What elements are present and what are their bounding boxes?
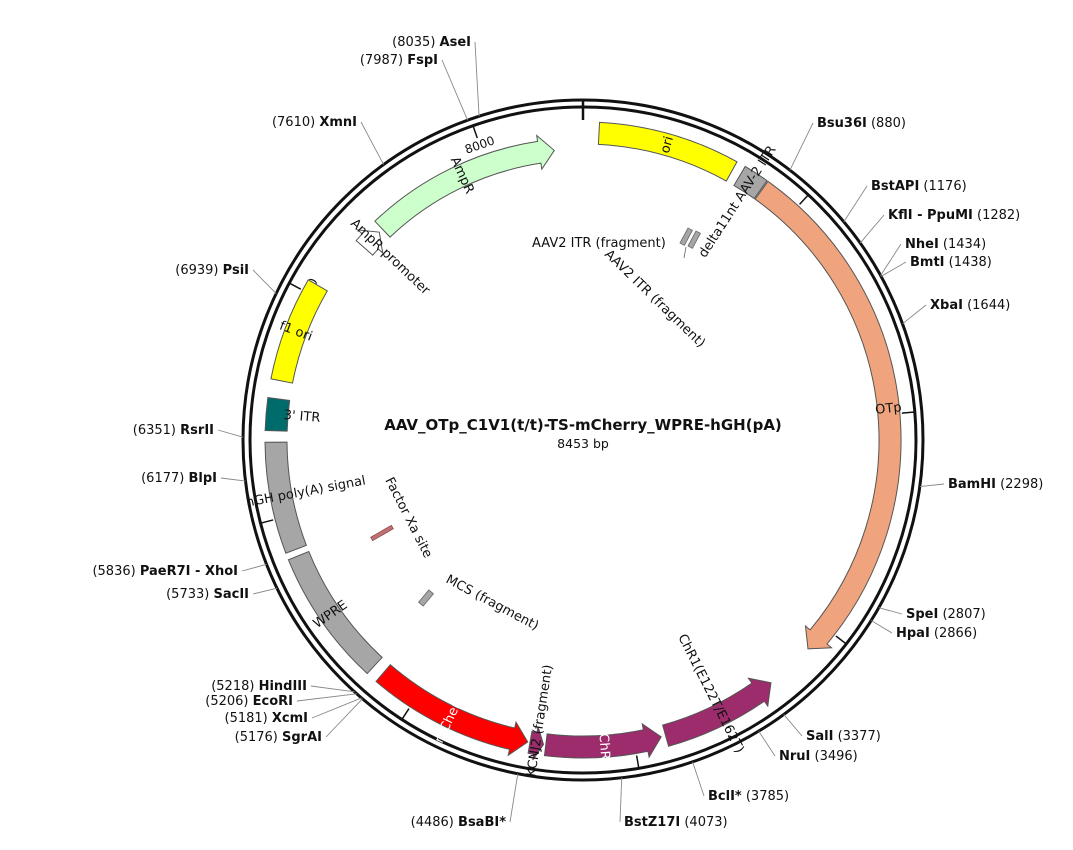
site-label-fspi: (7987) FspI [360,53,438,68]
plasmid-size: 8453 bp [557,436,609,451]
site-label-xmni: (7610) XmnI [272,115,357,130]
feature-chr1 [662,677,772,747]
feature-ori [597,121,738,182]
site-leader [360,121,385,165]
feature-vchr1 [543,722,662,759]
site-label-bstapi: BstAPI (1176) [871,179,967,194]
site-leader [902,304,927,325]
site-leader [474,41,480,117]
site-label-sgrai: (5176) SgrAI [235,730,322,745]
inner-feature-mcs: MCS (fragment) [417,572,541,634]
site-label-hindiii: (5218) HindIII [211,679,307,694]
mcs-label: MCS (fragment) [443,572,541,634]
aav2itr-fragment-mark-2 [687,230,701,249]
feature-label-otp: OTp [875,400,903,418]
site-leader [843,185,868,223]
site-label-bstz17i: BstZ17I (4073) [624,815,728,830]
site-label-xcmi: (5181) XcmI [225,711,309,726]
tick-mark [799,194,809,205]
feature-kcnj2 [527,726,545,761]
site-leader [870,620,893,634]
site-label-sacii: (5733) SacII [166,587,249,602]
site-leader [241,563,267,572]
site-leader [878,607,903,615]
site-leader [692,761,705,797]
feature-label-vchr1: VChR1 [595,724,613,768]
mcs-mark [417,589,435,607]
restriction-sites: (8035) AseI (7987) FspI (7610) XmnI (6939) … [92,35,1043,830]
site-leader [619,777,623,823]
factorxa-label: Factor Xa site [381,475,435,561]
feature-wpre [287,550,383,675]
aav2itr-leader [683,246,687,259]
aav2itr-label-1: AAV2 ITR (fragment) [532,236,666,251]
site-label-nhei: NheI (1434) [905,237,986,252]
site-leader [441,59,468,121]
site-label-asei: (8035) AseI [392,35,471,50]
site-leader [880,243,902,276]
site-leader [758,730,776,757]
feature-label-kcnj2: KCNJ2 (fragment) [524,664,556,778]
tick-mark [288,282,302,290]
feature-delta11nt [733,165,768,200]
feature-label-ori: ori [658,135,677,155]
tick-mark [472,125,478,139]
feature-label-itr3: 3' ITR [283,408,321,426]
tick-mark [835,635,847,645]
site-leader [783,714,803,737]
tick-mark [260,519,274,524]
site-leader [509,773,519,823]
backbone [241,98,925,782]
tick-mark [901,411,915,414]
site-leader [325,698,363,738]
site-label-paer7i-xhoi: (5836) PaeR7I - XhoI [92,564,238,579]
site-label-sali: SalI (3377) [806,729,881,744]
site-leader [880,261,907,277]
aav2itr-fragment-mark-1 [679,227,693,246]
site-leader [252,269,277,294]
tick-mark [401,708,410,720]
site-label-bsabi-: (4486) BsaBI* [411,815,507,830]
site-label-xbai: XbaI (1644) [930,298,1010,313]
plasmid-name: AAV_OTp_C1V1(t/t)-TS-mCherry_WPRE-hGH(pA… [384,416,782,434]
site-label-bamhi: BamHI (2298) [948,477,1043,492]
site-leader [217,429,244,438]
site-label-kfli-ppumi: KflI - PpuMI (1282) [888,208,1020,223]
feature-amprpromoter [355,229,384,256]
feature-label-hgh: hGH poly(A) signal [245,473,367,510]
site-leader [789,122,814,171]
site-label-nrui: NruI (3496) [779,749,858,764]
site-label-bmti: BmtI (1438) [910,255,992,270]
site-label-rsrii: (6351) RsrII [133,423,214,438]
feature-ampr [374,134,555,238]
site-label-bcli-: BclI* (3785) [708,789,789,804]
tick-mark [635,755,640,769]
aav2itr-label-2: AAV2 ITR (fragment) [601,247,708,351]
site-label-spei: SpeI (2807) [906,607,986,622]
site-leader [252,587,278,595]
feature-hgh [264,441,308,554]
site-label-hpai: HpaI (2866) [896,626,977,641]
site-label-psii: (6939) PsiI [175,263,249,278]
inner-feature-factorxa: Factor Xa site [370,475,435,561]
factorxa-mark [370,524,394,542]
site-label-bsu36i: Bsu36I (880) [817,116,906,131]
site-label-blpi: (6177) BlpI [141,471,217,486]
site-leader [311,697,362,719]
site-leader [919,483,945,487]
inner-feature-aav2itr: AAV2 ITR (fragment) AAV2 ITR (fragment) [532,227,708,351]
feature-f1ori [270,279,328,384]
site-leader [859,214,885,244]
feature-itr3 [264,396,291,432]
features [264,121,902,761]
site-leader [296,693,357,702]
feature-mcherry [375,664,529,757]
site-label-ecori: (5206) EcoRI [205,694,293,709]
feature-otp [754,180,902,650]
site-leader [310,685,355,693]
site-leader [220,477,246,482]
